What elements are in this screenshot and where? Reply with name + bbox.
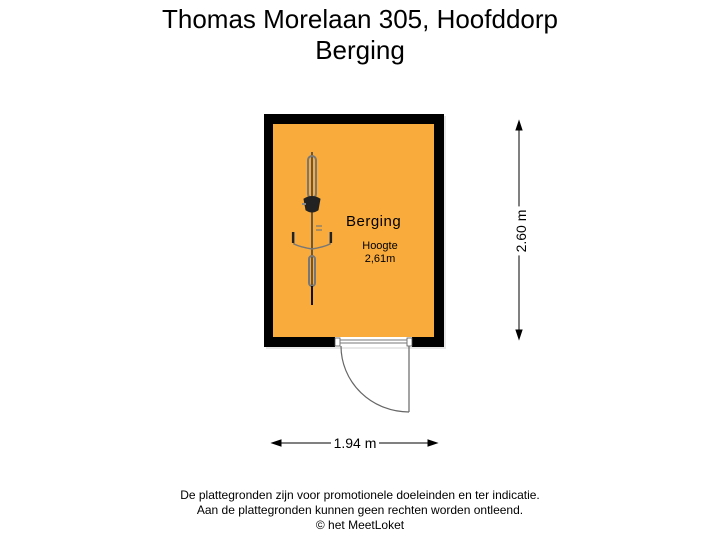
height-value: 2,61m	[364, 253, 396, 265]
bicycle-icon	[291, 152, 333, 305]
door	[334, 337, 413, 413]
room-floor	[273, 124, 434, 337]
room-height-label: Hoogte 2,61m	[356, 240, 404, 266]
floor-title: Berging	[315, 35, 405, 65]
depth-dimension-label: 2.60 m	[513, 206, 529, 256]
room-name-label: Berging	[346, 213, 402, 230]
disclaimer: De plattegronden zijn voor promotionele …	[0, 488, 720, 533]
disclaimer-line-2: Aan de plattegronden kunnen geen rechten…	[196, 503, 524, 517]
width-dimension: 1.94 m	[275, 435, 435, 451]
address-title: Thomas Morelaan 305, Hoofddorp	[161, 4, 558, 34]
width-dimension-label: 1.94 m	[330, 435, 380, 451]
height-caption: Hoogte	[362, 240, 398, 252]
copyright: © het MeetLoket	[315, 518, 405, 532]
disclaimer-line-1: De plattegronden zijn voor promotionele …	[180, 488, 540, 502]
